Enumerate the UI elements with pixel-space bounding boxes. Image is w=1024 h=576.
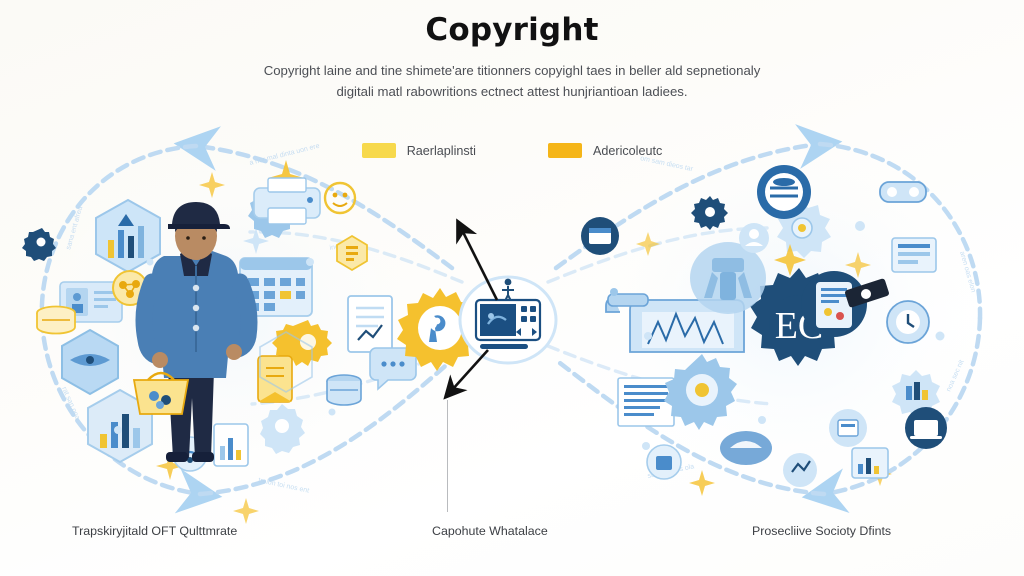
legend-label-1: Adericoleutc [592,143,663,158]
center-hub [458,275,558,365]
center-caption-divider [447,400,448,512]
callout-arrows [443,218,499,400]
page-title: Copyright [425,12,599,48]
page-subtitle: Copyright laine and tine shimete'are tit… [212,60,812,102]
caption-right: Prosecliive Socioty Dfints [752,524,892,538]
left-cluster-icons [22,160,417,524]
subtitle-line-2: digitali matl rabowritions ectnect attes… [336,84,688,99]
legend-swatch-1 [547,143,582,158]
legend-swatch-0 [361,143,396,158]
legend: Raerlaplinsti Adericoleutc [0,143,1024,158]
legend-label-0: Raerlaplinsti [406,143,476,158]
arrow-down-left [443,349,489,400]
right-cluster-icons: EC [581,165,947,496]
person-figure [135,202,258,462]
center-wrench-gear-icon [397,288,480,371]
subtitle-line-1: Copyright laine and tine shimete'are tit… [263,63,761,78]
legend-item-1[interactable]: Adericoleutc [547,143,663,158]
arrow-up-left [456,218,499,301]
caption-center: Capohute Whatalace [432,524,548,538]
legend-item-0[interactable]: Raerlaplinsti [361,143,476,158]
caption-left: Trapskiryjitald OFT Qulttmrate [72,524,238,538]
